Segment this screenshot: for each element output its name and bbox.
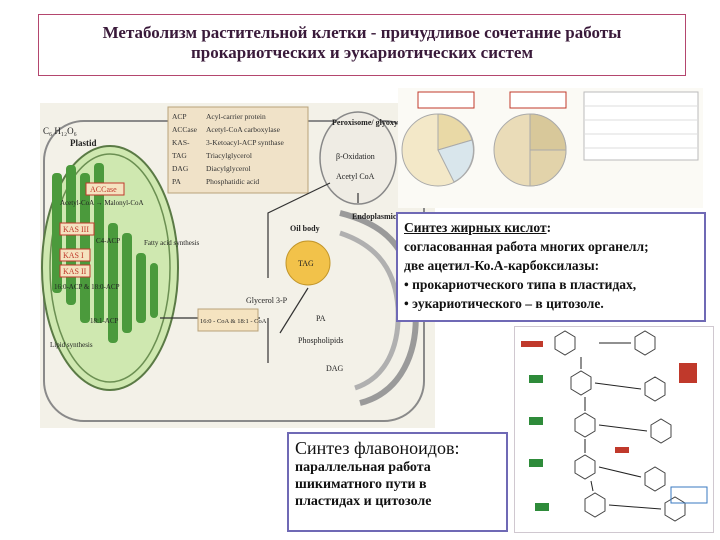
flav-heading: Синтез флавоноидов xyxy=(295,438,455,458)
pie-left-caption-box xyxy=(417,91,475,109)
plastid-label: Plastid xyxy=(70,138,97,148)
title-line-2: прокариотческих и эукариотических систем xyxy=(190,43,534,62)
legend-abbr-2: KAS- xyxy=(172,138,190,147)
cell-diagram-svg: C₆ H₁₂O₆ Plastid ACCase Acetyl-CoA → Mal… xyxy=(41,106,432,422)
pathway-arrows xyxy=(580,342,662,510)
legend-rows: ACP Acyl-carrier protein ACCase Acetyl-C… xyxy=(172,112,285,186)
coa-esters-box xyxy=(197,308,259,332)
legend-abbr-5: PA xyxy=(172,177,181,186)
flavonoid-pathway-diagram xyxy=(514,326,714,533)
kas3-label: KAS III xyxy=(63,225,89,234)
enzyme-markers-red xyxy=(521,341,697,453)
kas1-box xyxy=(59,248,91,262)
fa-line-2: две ацетил-Ко.А-карбоксилазы: xyxy=(404,258,600,273)
beta-oxidation-label: β-Oxidation xyxy=(336,152,375,161)
peroxisome-label: Peroxisome/ glyoxysome xyxy=(332,118,416,127)
phospholipids-label: Phospholipids xyxy=(298,336,343,345)
flav-heading-row: Синтез флавоноидов: xyxy=(295,438,500,459)
legend-text-2: 3-Ketoacyl-ACP synthase xyxy=(206,138,285,147)
pie-side-table xyxy=(583,91,699,161)
flav-line-3: пластидах и цитозоле xyxy=(295,494,432,509)
legend-text-3: Triacylglycerol xyxy=(206,151,252,160)
flav-line-2: шикиматного пути в xyxy=(295,477,427,492)
peroxisome xyxy=(319,111,397,205)
fa-heading-row: Синтез жирных кислот: xyxy=(404,218,698,237)
kas3-box xyxy=(59,222,95,236)
oil-body-label: Oil body xyxy=(290,224,320,233)
legend-text-5: Phosphatidic acid xyxy=(206,177,259,186)
er-label: Endoplasmic reticulum xyxy=(352,212,432,221)
fa-bullet-1: • прокариотческого типа в пластидах, xyxy=(404,277,637,292)
pathway-structures xyxy=(554,330,686,522)
coa-esters-label: 16:0 - CoA & 18:1 - CoA xyxy=(200,318,267,325)
kas2-label: KAS II xyxy=(63,267,87,276)
thylakoid-stacks xyxy=(52,163,158,343)
endoplasmic-reticulum-inner xyxy=(339,230,401,391)
fa-line-1: согласованная работа многих органелл; xyxy=(404,239,649,254)
slide-title: Метаболизм растительной клетки - причудл… xyxy=(39,23,685,63)
tag-label: TAG xyxy=(298,259,314,268)
pa-label: PA xyxy=(316,314,326,323)
accase-label: ACCase xyxy=(90,185,117,194)
abbreviation-legend xyxy=(167,106,309,194)
legend-text-4: Diacylglycerol xyxy=(206,164,251,173)
flav-heading-colon: : xyxy=(454,438,460,458)
legend-abbr-0: ACP xyxy=(172,112,187,121)
pie-left-slice-2 xyxy=(437,139,474,183)
legend-abbr-3: TAG xyxy=(172,151,187,160)
organelle-pie-diagram xyxy=(398,88,703,208)
pathway-svg xyxy=(521,330,708,522)
fa-heading-colon: : xyxy=(546,220,552,235)
legend-abbr-1: ACCase xyxy=(172,125,198,134)
plant-cell-lipid-diagram: C₆ H₁₂O₆ Plastid ACCase Acetyl-CoA → Mal… xyxy=(40,103,435,428)
pathway-product-box xyxy=(670,486,708,504)
acetyl-coa-label: Acetyl CoA xyxy=(336,172,375,181)
pie-left-slice-1 xyxy=(437,113,473,151)
acetyl-malonyl-label: Acetyl-CoA → Malonyl-CoA xyxy=(60,199,144,207)
c4-acp-label: C4-ACP xyxy=(96,237,120,245)
fa-heading: Синтез жирных кислот xyxy=(404,220,547,235)
pie-right-slice-2 xyxy=(529,149,567,187)
fatty-acid-synthesis-label: Fatty acid synthesis xyxy=(144,239,199,247)
fa-bullet-2: • эукариотического – в цитозоле. xyxy=(404,296,604,311)
title-line-1: Метаболизм растительной клетки - причудл… xyxy=(102,23,622,42)
legend-text-1: Acetyl-CoA carboxylase xyxy=(206,125,281,134)
legend-text-0: Acyl-carrier protein xyxy=(206,112,266,121)
flav-line-1: параллельная работа xyxy=(295,460,431,475)
legend-abbr-4: DAG xyxy=(172,164,189,173)
glycerol-label: Glycerol 3-P xyxy=(246,296,288,305)
flavonoid-synthesis-box: Синтез флавоноидов: параллельная работа … xyxy=(287,432,508,532)
accase-box xyxy=(85,182,125,196)
pie-table-rules xyxy=(584,105,698,149)
title-banner: Метаболизм растительной клетки - причудл… xyxy=(38,14,686,76)
pie-right-caption-box xyxy=(509,91,567,109)
lipid-synthesis-label: Lipid synthesis xyxy=(50,341,93,349)
fatty-acid-synthesis-box: Синтез жирных кислот: согласованная рабо… xyxy=(396,212,706,322)
c18-1-label: 18:1-ACP xyxy=(90,317,119,325)
pie-diagram-svg xyxy=(401,91,699,187)
pie-right-slice-1 xyxy=(529,113,567,151)
kas1-label: KAS I xyxy=(63,251,84,260)
enzyme-markers-green xyxy=(529,375,549,511)
plastid-inner-membrane xyxy=(49,153,171,383)
glucose-formula: C₆ H₁₂O₆ xyxy=(43,126,77,136)
c16-c18-label: 16:0-ACP & 18:0-ACP xyxy=(54,283,120,291)
dag-label: DAG xyxy=(326,364,344,373)
kas2-box xyxy=(59,264,91,278)
oil-body xyxy=(285,240,331,286)
